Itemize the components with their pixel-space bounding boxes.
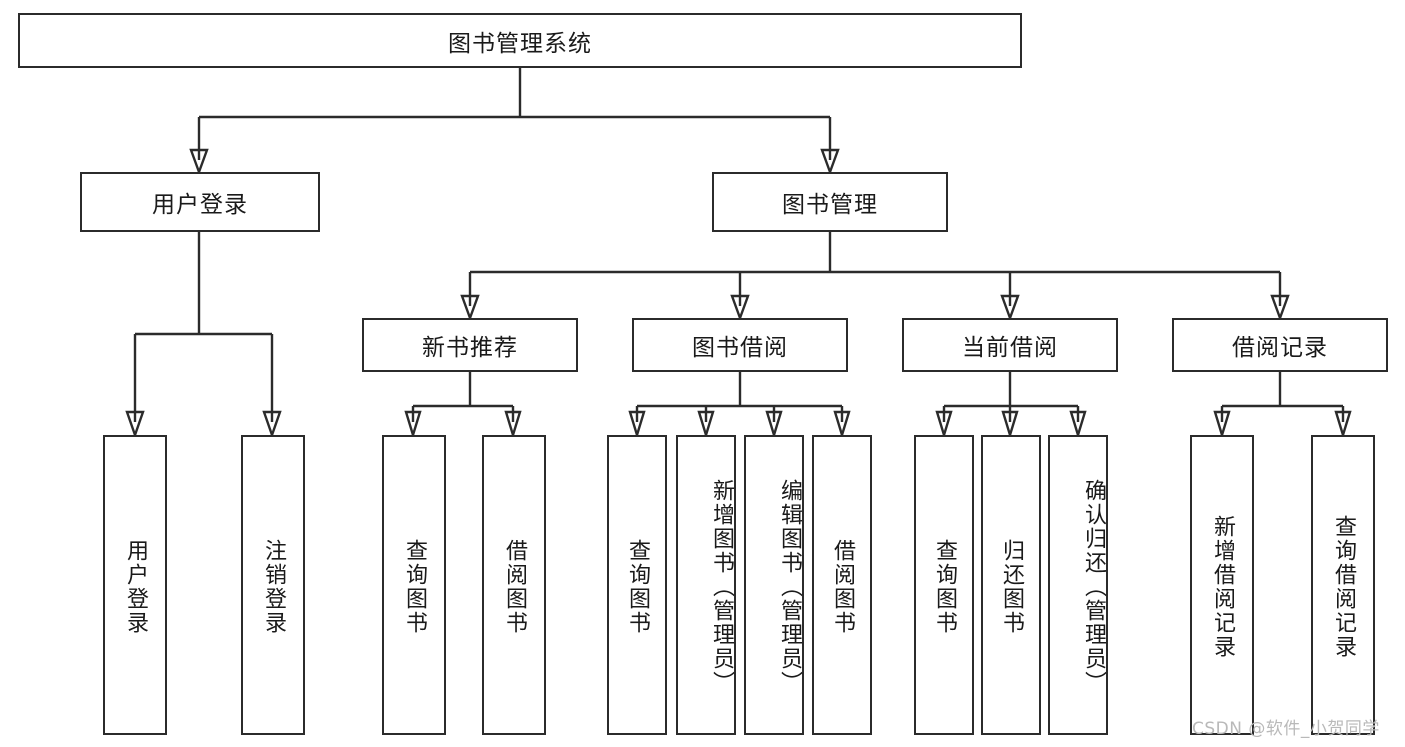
- arrow-record-c1: [1213, 410, 1231, 440]
- arrow-user-login: [189, 148, 209, 176]
- arrow-l3-3: [1000, 294, 1020, 322]
- node-book-management-label: 图书管理: [782, 192, 878, 218]
- arrow-user-login-leaf1: [125, 410, 145, 439]
- node-user-login-label: 用户登录: [152, 192, 248, 218]
- leaf-borrow-add-book[interactable]: 新增图书（管理员）: [676, 435, 736, 735]
- leaf-new-book-borrow[interactable]: 借阅图书: [482, 435, 546, 735]
- node-current-borrow-label: 当前借阅: [962, 335, 1058, 361]
- leaf-current-query-book-label: 查询图书: [931, 539, 957, 635]
- node-book-management[interactable]: 图书管理: [712, 172, 948, 232]
- arrow-l3-1: [460, 294, 480, 322]
- arrow-current-c2: [1001, 410, 1019, 440]
- leaf-current-confirm-return[interactable]: 确认归还（管理员）: [1048, 435, 1108, 735]
- arrow-l3-4: [1270, 294, 1290, 322]
- leaf-borrow-edit-book-label: 编辑图书（管理员）: [777, 479, 802, 695]
- arrow-borrow-c4: [833, 410, 851, 440]
- leaf-record-query[interactable]: 查询借阅记录: [1311, 435, 1375, 735]
- leaf-borrow-borrow-book[interactable]: 借阅图书: [812, 435, 872, 735]
- arrow-current-c3: [1069, 410, 1087, 440]
- node-book-borrow[interactable]: 图书借阅: [632, 318, 848, 372]
- node-book-borrow-label: 图书借阅: [692, 335, 788, 361]
- leaf-new-book-query[interactable]: 查询图书: [382, 435, 446, 735]
- leaf-current-return-book-label: 归还图书: [998, 539, 1024, 635]
- arrow-record-c2: [1334, 410, 1352, 440]
- leaf-current-return-book[interactable]: 归还图书: [981, 435, 1041, 735]
- leaf-borrow-borrow-book-label: 借阅图书: [829, 539, 855, 635]
- arrow-l3-2: [730, 294, 750, 322]
- watermark: CSDN @软件_小贺同学: [1192, 719, 1380, 739]
- leaf-new-book-query-label: 查询图书: [401, 539, 427, 635]
- leaf-user-login-signin[interactable]: 用户登录: [103, 435, 167, 735]
- leaf-borrow-query-book-label: 查询图书: [624, 539, 650, 635]
- arrow-borrow-c1: [628, 410, 646, 440]
- leaf-borrow-add-book-label: 新增图书（管理员）: [709, 479, 734, 695]
- leaf-record-add[interactable]: 新增借阅记录: [1190, 435, 1254, 735]
- node-new-book-recommend[interactable]: 新书推荐: [362, 318, 578, 372]
- arrow-user-login-leaf2: [262, 410, 282, 439]
- node-user-login[interactable]: 用户登录: [80, 172, 320, 232]
- leaf-user-login-signout[interactable]: 注销登录: [241, 435, 305, 735]
- node-borrow-record[interactable]: 借阅记录: [1172, 318, 1388, 372]
- node-root-label: 图书管理系统: [448, 30, 592, 57]
- arrow-borrow-c3: [765, 410, 783, 440]
- arrow-book-manage: [820, 148, 840, 176]
- arrow-new-book-c2: [504, 410, 522, 440]
- leaf-current-query-book[interactable]: 查询图书: [914, 435, 974, 735]
- leaf-user-login-signin-label: 用户登录: [122, 539, 148, 635]
- node-current-borrow[interactable]: 当前借阅: [902, 318, 1118, 372]
- leaf-new-book-borrow-label: 借阅图书: [501, 539, 527, 635]
- leaf-borrow-query-book[interactable]: 查询图书: [607, 435, 667, 735]
- node-root[interactable]: 图书管理系统: [18, 13, 1022, 68]
- leaf-current-confirm-return-label: 确认归还（管理员）: [1081, 479, 1106, 695]
- arrow-new-book-c1: [404, 410, 422, 440]
- leaf-borrow-edit-book[interactable]: 编辑图书（管理员）: [744, 435, 804, 735]
- leaf-record-add-label: 新增借阅记录: [1209, 515, 1235, 659]
- leaf-user-login-signout-label: 注销登录: [260, 539, 286, 635]
- arrow-borrow-c2: [697, 410, 715, 440]
- leaf-record-query-label: 查询借阅记录: [1330, 515, 1356, 659]
- node-new-book-recommend-label: 新书推荐: [422, 335, 518, 361]
- node-borrow-record-label: 借阅记录: [1232, 335, 1328, 361]
- arrow-current-c1: [935, 410, 953, 440]
